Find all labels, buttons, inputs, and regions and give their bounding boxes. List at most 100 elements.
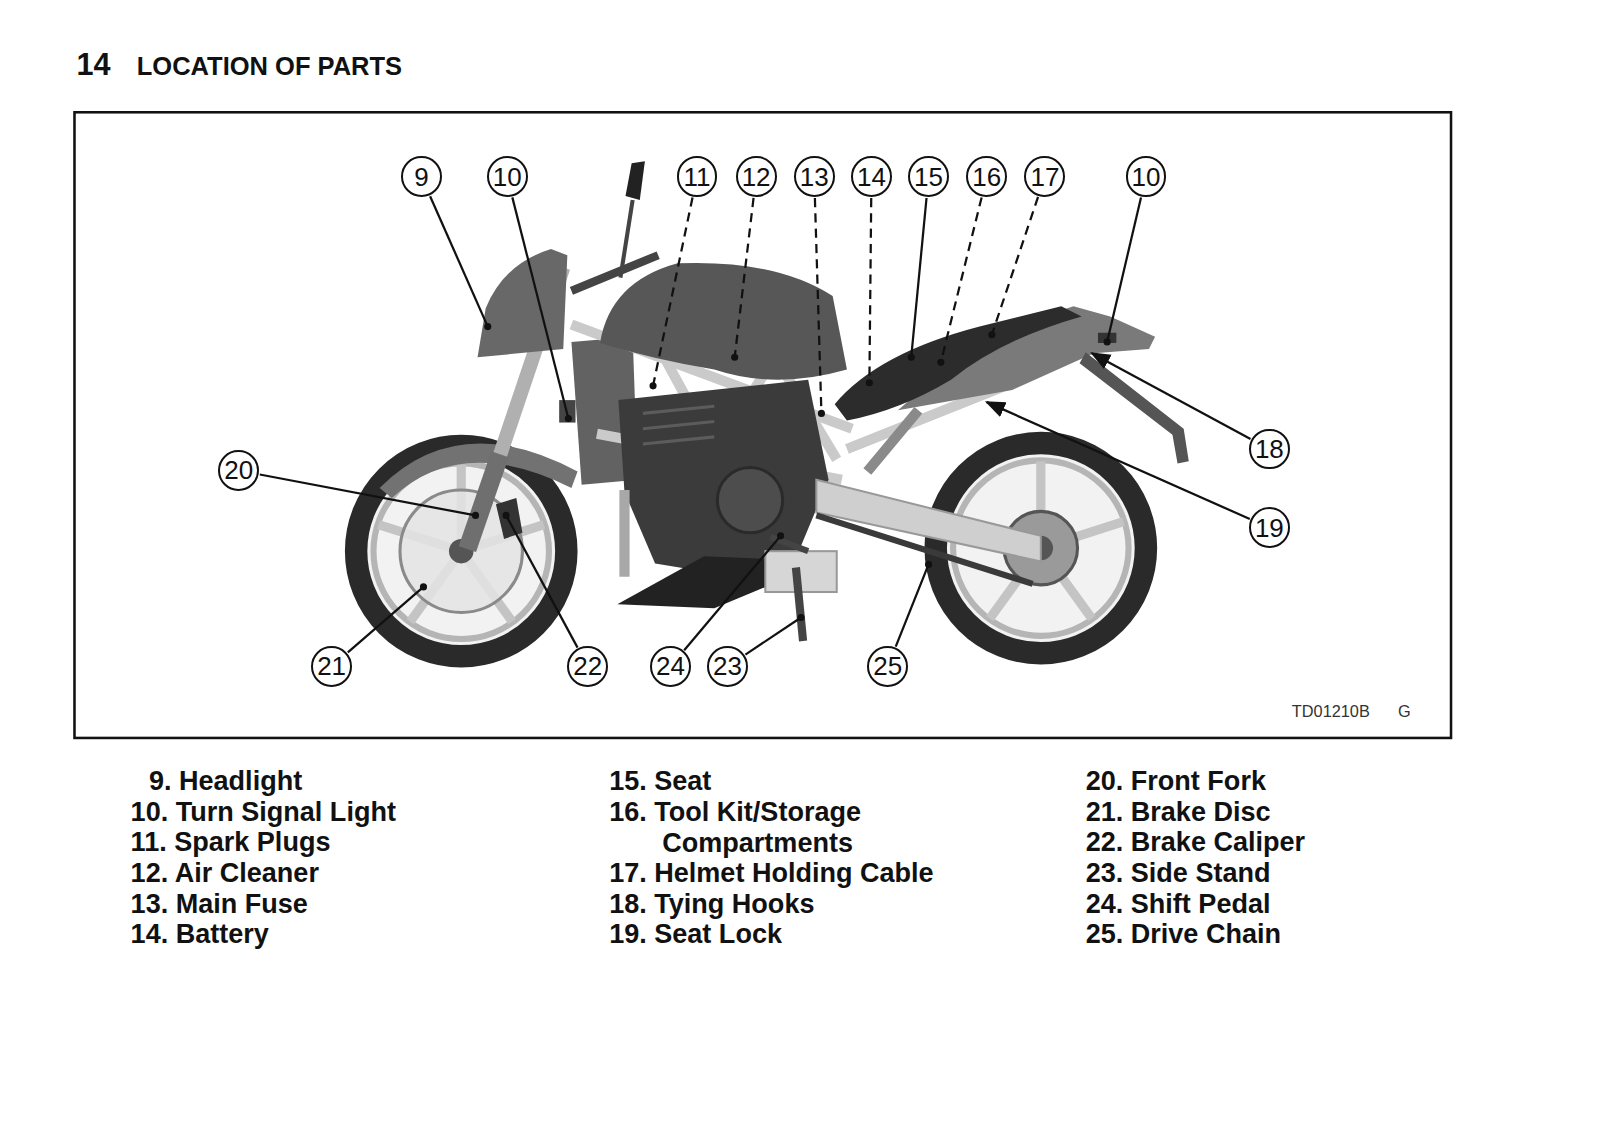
leader-dot [937, 359, 944, 366]
part-name: 18. Tying Hooks [609, 889, 814, 920]
callout-circle: 14 [851, 156, 892, 197]
callout-number: 9 [414, 164, 428, 190]
leader-dot [484, 323, 491, 330]
callout-number: 17 [1030, 164, 1059, 190]
leader-arrow [987, 402, 1250, 519]
figure-code: TD01210B [1292, 701, 1370, 721]
callout-number: 10 [493, 164, 522, 190]
page-number: 14 [77, 49, 111, 80]
fin [643, 422, 714, 429]
callout-circle: 21 [311, 646, 352, 687]
callout-number: 13 [800, 164, 829, 190]
leader-line [260, 475, 476, 516]
engine-fins [643, 406, 714, 444]
part-name: 23. Side Stand [1086, 858, 1271, 889]
callout-circle: 17 [1024, 156, 1065, 197]
callout-circle: 25 [867, 646, 908, 687]
seat [835, 306, 1082, 420]
callout-number: 25 [873, 653, 902, 679]
rear-fender [1080, 352, 1189, 463]
part-name: 10. Turn Signal Light [131, 797, 396, 828]
part-name: 19. Seat Lock [609, 919, 782, 950]
exhaust-pipe [619, 490, 629, 577]
callout-circle: 22 [567, 646, 608, 687]
frame [74, 112, 1451, 738]
callout-number: 23 [713, 653, 742, 679]
leader-dot [472, 512, 479, 519]
fuel-tank [600, 263, 847, 380]
callout-circle: 9 [401, 156, 442, 197]
leader-line [941, 197, 982, 362]
leader-line [653, 198, 692, 386]
callout-circle: 10 [1126, 156, 1167, 197]
callout-number: 21 [317, 653, 346, 679]
leader-line [1107, 197, 1141, 342]
callout-circle: 10 [487, 156, 528, 197]
engine-cover [717, 467, 782, 532]
leader-dot [818, 410, 825, 417]
leader-dot [731, 354, 738, 361]
callout-circle: 20 [218, 450, 259, 491]
leader-dot [988, 331, 995, 338]
callout-circle: 12 [736, 156, 777, 197]
part-name: 9. Headlight [149, 766, 302, 797]
leader-line [745, 618, 801, 655]
callout-number: 15 [914, 164, 943, 190]
figure-code: G [1398, 701, 1411, 721]
part-name: 14. Battery [131, 919, 269, 950]
leader-dot [797, 614, 804, 621]
leader-line [512, 197, 568, 418]
leader-dot [925, 561, 932, 568]
part-name: 22. Brake Caliper [1086, 827, 1305, 858]
callout-number: 11 [683, 164, 710, 190]
leader-line [506, 515, 577, 647]
mirror-stem [620, 200, 632, 278]
part-name: 24. Shift Pedal [1086, 889, 1271, 920]
leader-lines [260, 196, 1251, 654]
headlight-cowl [478, 249, 568, 357]
leader-line [348, 587, 424, 653]
part-name: 11. Spark Plugs [131, 827, 331, 858]
leader-dot [866, 379, 873, 386]
callout-number: 24 [656, 653, 685, 679]
leader-line [735, 198, 754, 357]
shift-pedal [770, 537, 808, 551]
callout-circle: 16 [966, 156, 1007, 197]
leader-line [684, 536, 780, 650]
motorcycle [356, 161, 1189, 656]
belly-pan [617, 556, 787, 608]
leader-dot [503, 512, 510, 519]
leader-dot [777, 532, 784, 539]
leader-dots [420, 323, 1111, 621]
side-stand [796, 568, 803, 641]
leader-line [815, 198, 822, 413]
part-name: 20. Front Fork [1086, 766, 1266, 797]
front-tire [356, 446, 566, 656]
leader-dot [1104, 338, 1111, 345]
callout-number: 14 [857, 164, 886, 190]
part-name: 13. Main Fuse [131, 889, 308, 920]
callout-number: 22 [573, 653, 602, 679]
callout-circle: 19 [1249, 507, 1290, 548]
callout-number: 12 [742, 164, 771, 190]
leader-dot [649, 382, 656, 389]
part-name: 16. Tool Kit/Storage Compartments [609, 797, 936, 859]
callout-circle: 11 [677, 156, 718, 197]
leader-line [992, 197, 1038, 335]
part-name: 12. Air Cleaner [131, 858, 319, 889]
part-name: 21. Brake Disc [1086, 797, 1271, 828]
part-name: 17. Helmet Holding Cable [609, 858, 933, 889]
front-disc [400, 490, 522, 612]
part-name: 25. Drive Chain [1086, 919, 1281, 950]
fork-leg [467, 454, 500, 549]
leader-line [911, 198, 926, 357]
page-title: LOCATION OF PARTS [137, 51, 402, 82]
caliper [496, 498, 523, 539]
fin [643, 406, 714, 413]
callout-number: 20 [224, 457, 253, 483]
leader-dot [420, 583, 427, 590]
leader-dot [908, 354, 915, 361]
callout-number: 18 [1255, 436, 1284, 462]
callout-number: 10 [1131, 164, 1160, 190]
